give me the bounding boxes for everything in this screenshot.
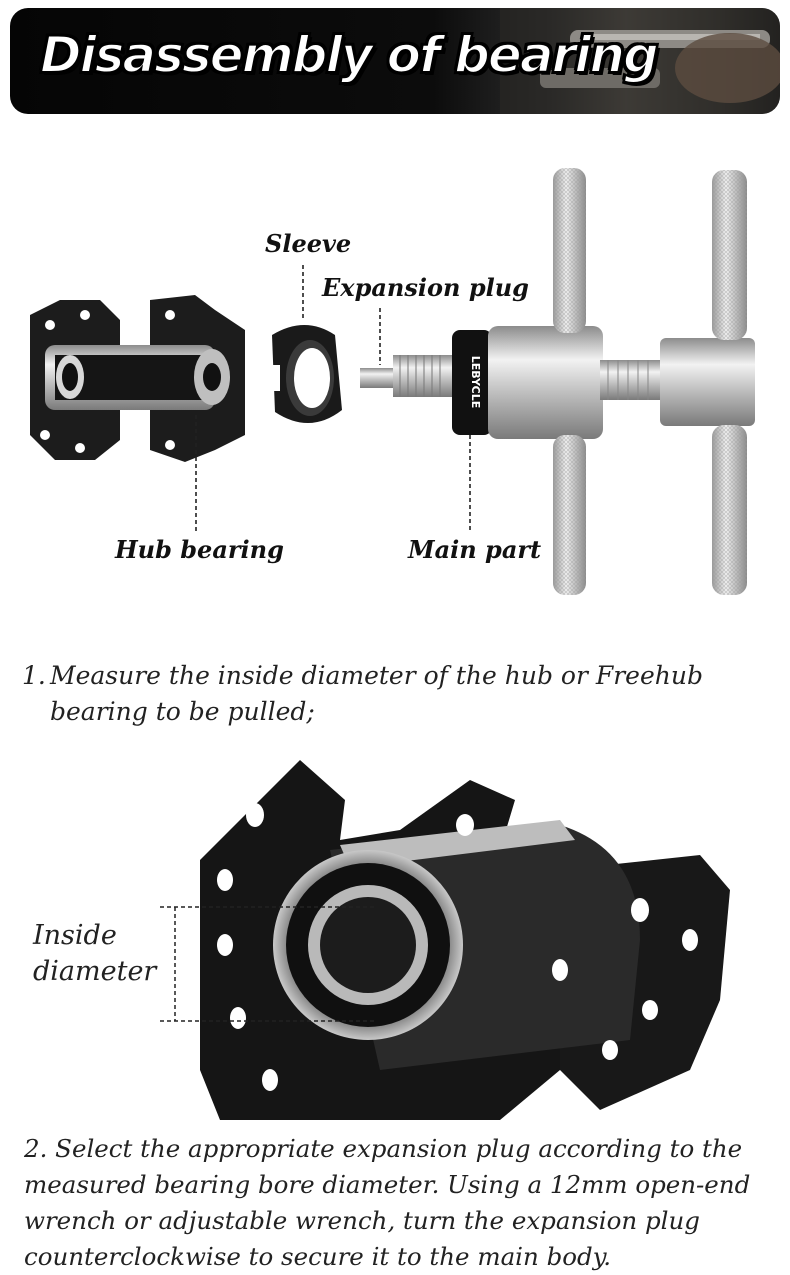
header-banner: Disassembly of bearing [10, 8, 780, 114]
label-sleeve: Sleeve [265, 229, 352, 258]
step-1-number: 1. [22, 661, 46, 690]
sleeve-illustration [268, 325, 342, 424]
inside-diameter-label: Inside diameter [33, 918, 156, 990]
exploded-diagram: LEBYCLE [30, 168, 755, 595]
inside-label-line-2: diameter [33, 956, 157, 987]
tool-photo-banner [500, 8, 780, 114]
leader-lines [195, 265, 471, 532]
step-2-text: 2. Select the appropriate expansion plug… [24, 1134, 751, 1271]
hub-closeup-photo [160, 760, 730, 1120]
diameter-dimension-lines [160, 906, 375, 1022]
label-hub-bearing: Hub bearing [115, 535, 284, 564]
hub-illustration [30, 295, 245, 462]
step-1-line-2: bearing to be pulled; [50, 697, 315, 726]
step-1-text: 1.Measure the inside diameter of the hub… [22, 658, 762, 730]
inside-label-line-1: Inside [33, 920, 117, 951]
label-main-part: Main part [408, 535, 542, 564]
banner-title: Disassembly of bearing [39, 25, 660, 85]
step-1-line-1: Measure the inside diameter of the hub o… [50, 661, 703, 690]
tool-brand-text: LEBYCLE [469, 356, 482, 408]
tool-illustration: LEBYCLE [360, 168, 755, 595]
label-expansion-plug: Expansion plug [322, 273, 529, 302]
